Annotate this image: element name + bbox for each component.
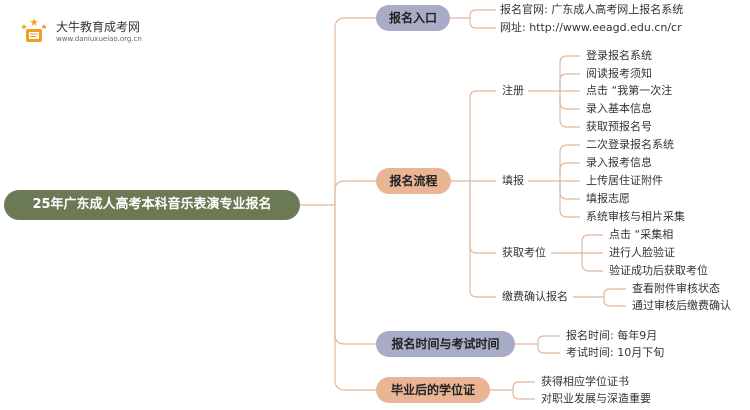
exam-number-item: 点击 “采集相 bbox=[609, 228, 674, 241]
branch-process: 报名流程 bbox=[376, 168, 451, 194]
register-item: 录入基本信息 bbox=[586, 102, 652, 115]
fill-item: 系统审核与相片采集 bbox=[586, 210, 685, 223]
fill-item: 填报志愿 bbox=[586, 192, 630, 205]
fill-item: 二次登录报名系统 bbox=[586, 138, 674, 151]
branch-time: 报名时间与考试时间 bbox=[376, 331, 515, 357]
entry-item-url: 网址: http://www.eeagd.edu.cn/cr bbox=[500, 21, 682, 34]
connector-degree bbox=[334, 205, 378, 391]
process-register-label: 注册 bbox=[502, 84, 524, 97]
branch-degree: 毕业后的学位证 bbox=[376, 377, 490, 403]
degree-item: 对职业发展与深造重要 bbox=[541, 392, 651, 405]
time-item-exam: 考试时间: 10月下旬 bbox=[566, 346, 665, 359]
fill-item: 录入报考信息 bbox=[586, 156, 652, 169]
entry-item-website: 报名官网: 广东成人高考网上报名系统 bbox=[500, 3, 684, 16]
connector-time bbox=[334, 205, 378, 345]
connector-process bbox=[334, 180, 378, 205]
register-item: 阅读报考须知 bbox=[586, 67, 652, 80]
time-item-registration: 报名时间: 每年9月 bbox=[566, 329, 658, 342]
branch-entry: 报名入口 bbox=[376, 5, 450, 31]
logo-url: www.daniuxueiao.org.cn bbox=[56, 35, 142, 43]
register-item: 点击 “我第一次注 bbox=[586, 84, 673, 97]
payment-item: 查看附件审核状态 bbox=[632, 282, 720, 295]
payment-item: 通过审核后缴费确认 bbox=[632, 299, 731, 312]
connector-entry bbox=[334, 17, 378, 205]
exam-number-item: 验证成功后获取考位 bbox=[609, 264, 708, 277]
logo-title: 大牛教育成考网 bbox=[56, 20, 141, 34]
register-item: 获取预报名号 bbox=[586, 120, 652, 133]
process-exam-number-label: 获取考位 bbox=[502, 246, 546, 259]
process-fill-label: 填报 bbox=[502, 174, 524, 187]
register-item: 登录报名系统 bbox=[586, 49, 652, 62]
degree-item: 获得相应学位证书 bbox=[541, 375, 629, 388]
process-payment-label: 缴费确认报名 bbox=[502, 290, 568, 303]
logo-badge-icon bbox=[21, 18, 47, 42]
site-logo: 大牛教育成考网 www.daniuxueiao.org.cn bbox=[18, 16, 142, 48]
exam-number-item: 进行人脸验证 bbox=[609, 246, 675, 259]
fill-item: 上传居住证附件 bbox=[586, 174, 663, 187]
root-node: 25年广东成人高考本科音乐表演专业报名 bbox=[4, 190, 300, 220]
